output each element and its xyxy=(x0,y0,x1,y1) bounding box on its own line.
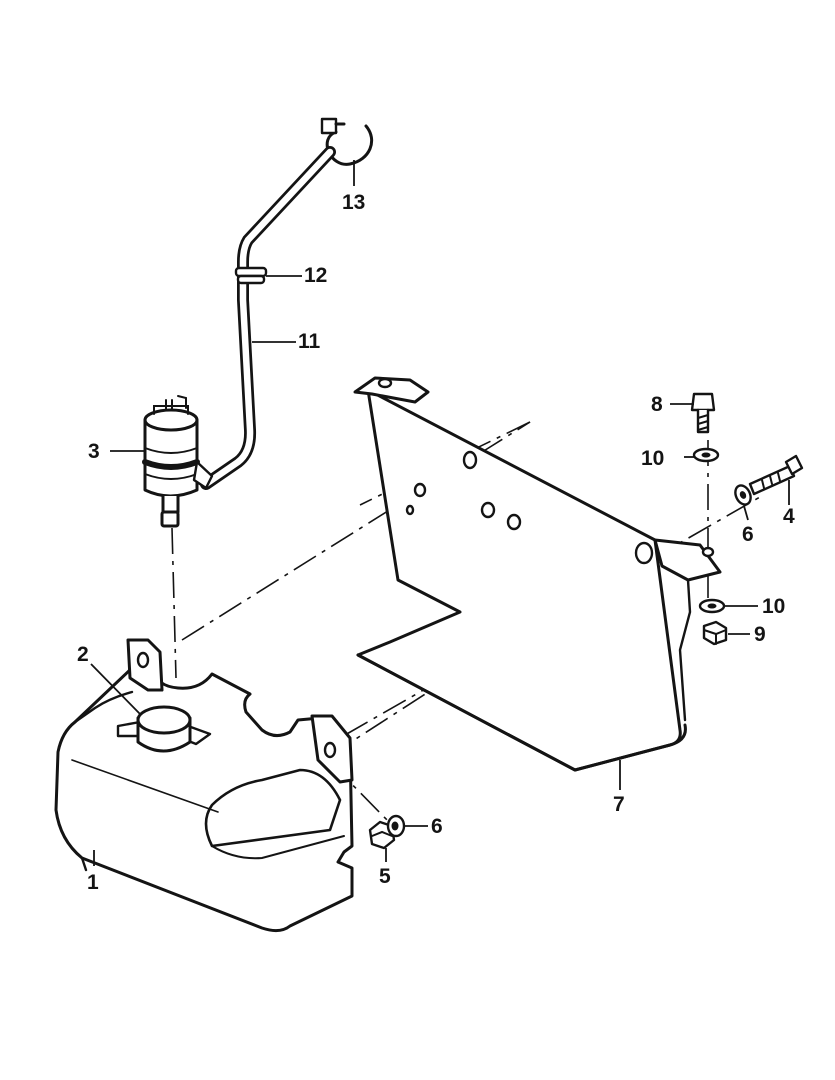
flat-washer-middle xyxy=(698,598,726,614)
bolt-horizontal xyxy=(748,454,804,496)
mounting-bracket xyxy=(353,376,722,772)
callout-1: 1 xyxy=(87,871,99,894)
washer-reservoir xyxy=(54,638,354,933)
callout-11: 11 xyxy=(298,330,321,353)
bolt-vertical xyxy=(690,392,716,434)
callout-9: 9 xyxy=(754,623,766,646)
hex-nut-right xyxy=(702,620,728,646)
callout-10-upper: 10 xyxy=(641,447,665,470)
reservoir-cap xyxy=(116,705,212,753)
callout-3: 3 xyxy=(88,440,100,463)
callout-6-lower: 6 xyxy=(431,815,443,838)
callout-13: 13 xyxy=(342,191,366,214)
callout-4: 4 xyxy=(783,505,795,528)
washer-hose xyxy=(200,146,336,490)
callout-8: 8 xyxy=(651,393,663,416)
flat-washer-lower xyxy=(386,814,406,838)
washer-pump xyxy=(142,395,214,528)
hose-grommet xyxy=(234,266,268,285)
callout-6-upper: 6 xyxy=(742,523,754,546)
hose-clip xyxy=(320,117,373,166)
callout-12: 12 xyxy=(304,264,328,287)
callout-10-lower: 10 xyxy=(762,595,786,618)
callout-leaders xyxy=(90,160,790,866)
callout-2: 2 xyxy=(77,643,89,666)
callout-5: 5 xyxy=(379,865,391,888)
flat-washer-right xyxy=(734,484,752,506)
flat-washer-upper xyxy=(692,447,720,463)
callout-7: 7 xyxy=(613,793,625,816)
